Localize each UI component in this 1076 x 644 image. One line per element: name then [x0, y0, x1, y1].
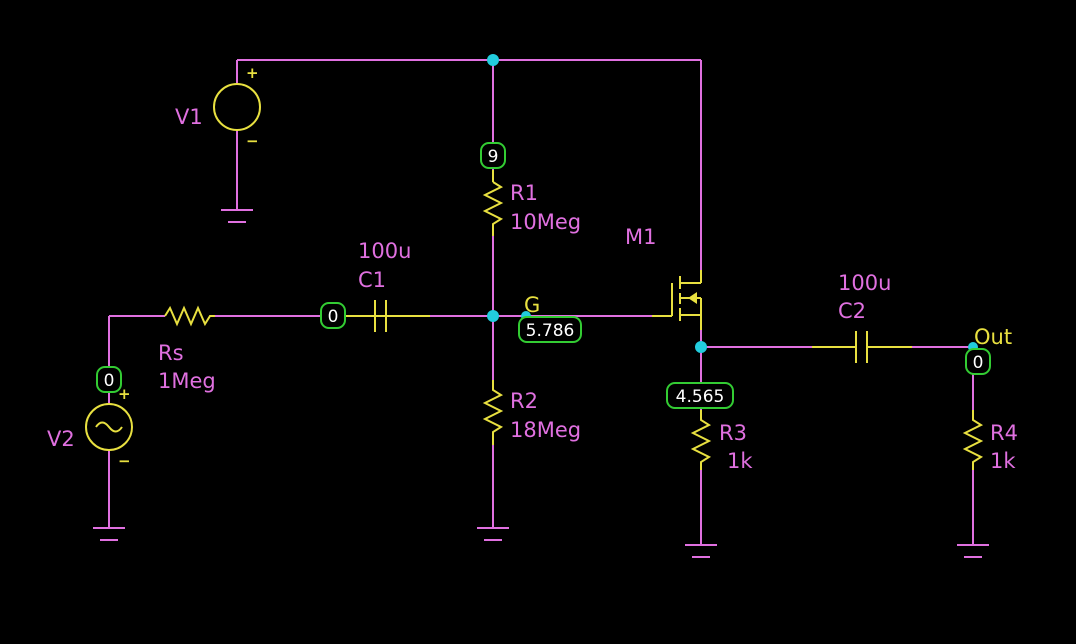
rs-label: Rs [158, 341, 184, 365]
resistor-r4[interactable]: R4 1k [962, 410, 1018, 473]
junction-dot [487, 310, 499, 322]
c2-label: C2 [838, 299, 866, 323]
voltage-tag-value: 9 [488, 147, 499, 167]
v2-plus-sign: + [118, 385, 131, 403]
c1-value: 100u [358, 239, 411, 263]
voltage-tag-value: 0 [328, 307, 339, 327]
capacitor-c1[interactable]: 100u C1 [345, 239, 430, 332]
body-arrow-icon [688, 292, 697, 304]
r3-value: 1k [727, 449, 753, 473]
v2-label: V2 [47, 427, 75, 451]
voltage-tag-value: 0 [973, 353, 984, 373]
r4-value: 1k [990, 449, 1016, 473]
junction-dot [487, 54, 499, 66]
m1-label: M1 [625, 225, 656, 249]
net-label-out: Out [974, 325, 1012, 349]
capacitor-c2[interactable]: 100u C2 [812, 271, 912, 363]
v1-minus-sign: − [246, 132, 259, 150]
ground-icon [957, 544, 989, 558]
r2-label: R2 [510, 389, 538, 413]
resistor-rs[interactable]: Rs 1Meg [158, 305, 216, 393]
ground-icon [93, 527, 125, 541]
v1-label: V1 [175, 105, 203, 129]
c2-value: 100u [838, 271, 891, 295]
resistor-r3[interactable]: R3 1k [690, 410, 753, 473]
mosfet-m1[interactable]: M1 [625, 225, 702, 330]
net-label-gate: G [524, 293, 540, 317]
c1-label: C1 [358, 268, 386, 292]
r1-label: R1 [510, 181, 538, 205]
resistor-r2[interactable]: R2 18Meg [482, 380, 581, 445]
ground-symbols [93, 209, 989, 558]
v2-minus-sign: − [118, 452, 131, 470]
r4-label: R4 [990, 421, 1018, 445]
ground-icon [221, 209, 253, 223]
ground-icon [685, 544, 717, 558]
voltage-tag-value: 4.565 [676, 387, 725, 407]
ac-voltage-source-v2[interactable]: + − V2 [47, 385, 133, 470]
r2-value: 18Meg [510, 418, 581, 442]
voltage-tag-out[interactable]: 0 [965, 348, 991, 375]
ground-icon [477, 527, 509, 541]
junction-dot [695, 341, 707, 353]
voltage-tag-value: 0 [104, 371, 115, 391]
voltage-tag-supply[interactable]: 9 [480, 142, 506, 169]
junctions [487, 54, 978, 353]
voltage-tag-gate[interactable]: 5.786 [518, 316, 582, 343]
r3-label: R3 [719, 421, 747, 445]
dc-voltage-source-v1[interactable]: + − V1 [175, 64, 261, 150]
rs-value: 1Meg [158, 369, 216, 393]
v1-plus-sign: + [246, 64, 259, 82]
voltage-tag-source-m1[interactable]: 4.565 [666, 382, 734, 409]
voltage-tag-source-node[interactable]: 0 [96, 366, 122, 393]
voltage-tag-value: 5.786 [526, 321, 575, 341]
voltage-tag-c1-left[interactable]: 0 [320, 302, 346, 329]
resistor-r1[interactable]: R1 10Meg [482, 170, 581, 236]
r1-value: 10Meg [510, 210, 581, 234]
